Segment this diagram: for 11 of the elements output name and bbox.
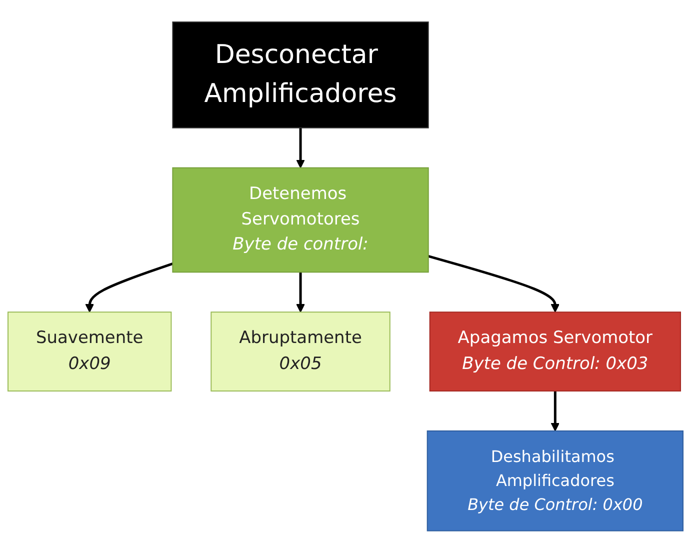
arrow — [550, 390, 560, 431]
node-box — [8, 311, 172, 392]
arrow — [85, 262, 174, 312]
arrow — [296, 127, 305, 168]
node-box — [210, 311, 390, 392]
node-box — [429, 311, 681, 392]
arrow — [296, 272, 305, 312]
node-box — [172, 21, 429, 128]
arrow — [428, 254, 560, 312]
node-box — [426, 430, 684, 531]
node-box — [172, 166, 429, 272]
